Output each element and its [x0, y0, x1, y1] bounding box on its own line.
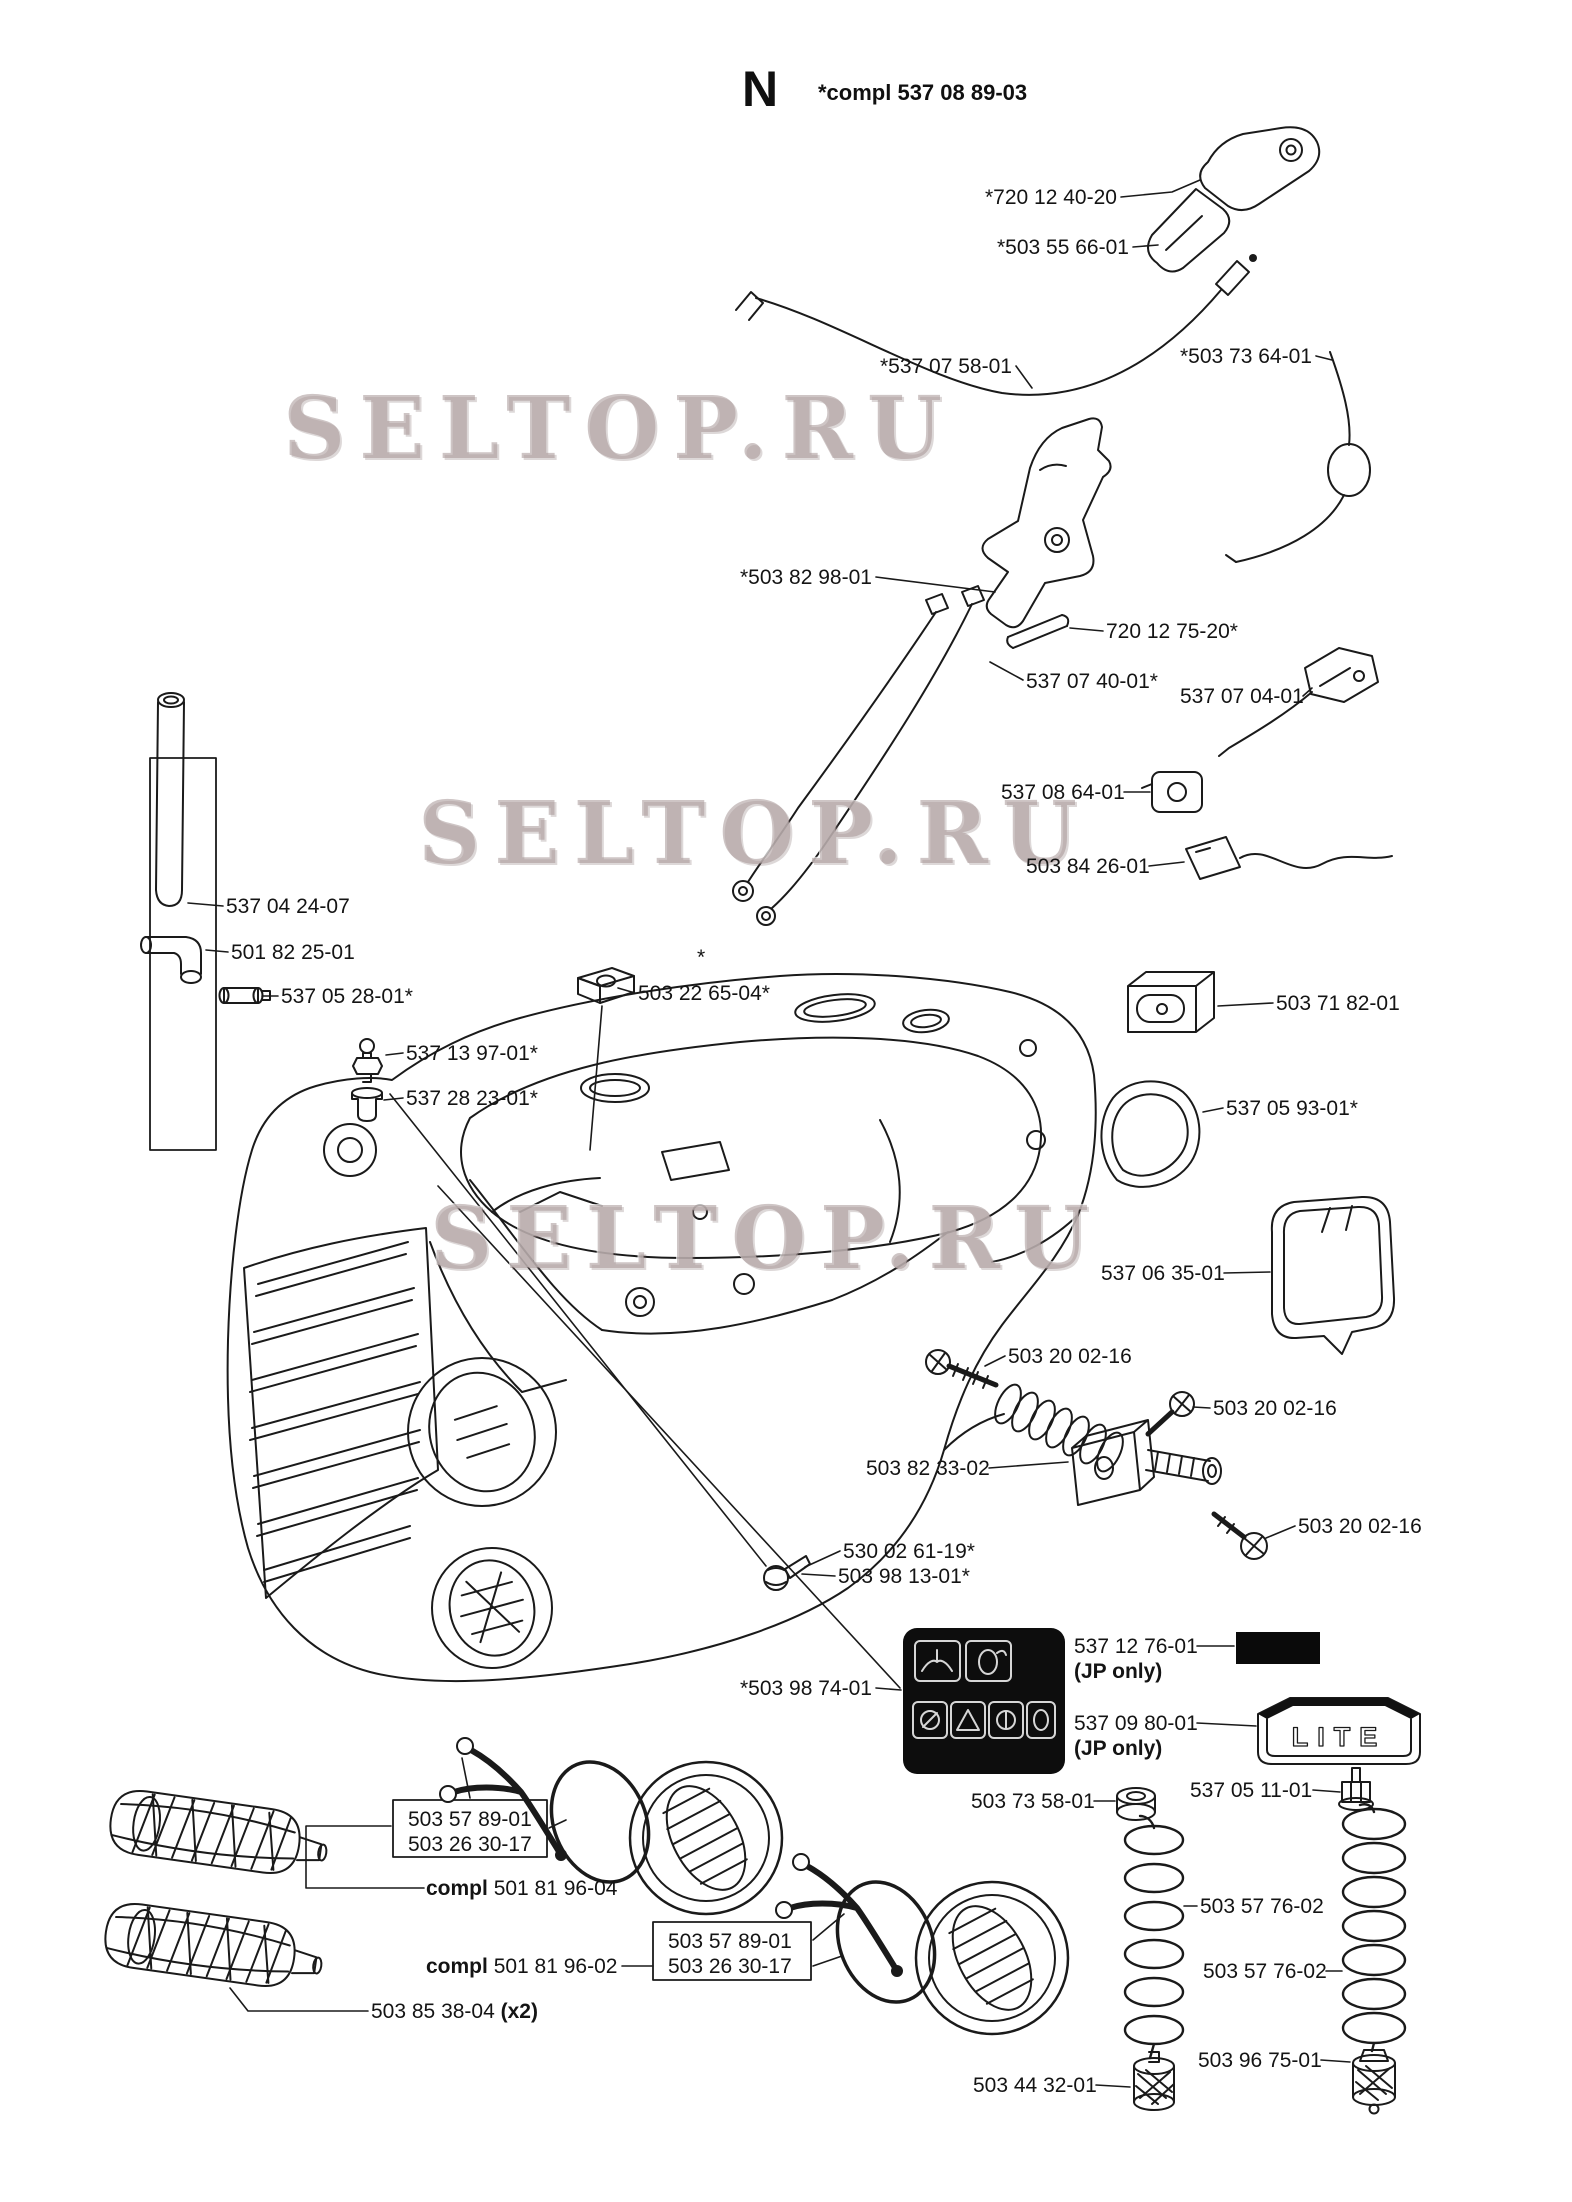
warning-decal-part [903, 1628, 1065, 1774]
side-cover-part [1270, 1195, 1396, 1355]
throttle-cable-part [735, 254, 1257, 396]
callout-503-98-13-01: 503 98 13-01* [838, 1565, 970, 1588]
fuel-cap-2-part [914, 1880, 1070, 2036]
mesh-filter-2-part [104, 1902, 323, 1988]
callout-compl-501-81-96-02: compl 501 81 96-02 [426, 1955, 618, 1978]
hose-nipple-part [218, 987, 271, 1004]
callout-503-26-30-17-b: 503 26 30-17 [668, 1955, 792, 1978]
short-circuit-wire-part [1185, 836, 1393, 880]
callout-503-44-32-01: 503 44 32-01 [973, 2074, 1097, 2097]
mesh-filter-1-part [109, 1789, 328, 1875]
lite-decal-text: LITE [1292, 1722, 1387, 1752]
av-spring-large-part [1341, 1803, 1407, 2053]
callout-503-57-76-02-b: 503 57 76-02 [1203, 1960, 1327, 1983]
callout-537-07-58-01: *537 07 58-01 [880, 355, 1012, 378]
callout-503-20-02-16-c: 503 20 02-16 [1298, 1515, 1422, 1538]
cable-grommet-part [1116, 1787, 1156, 1821]
section-assembly-number: *compl 537 08 89-03 [818, 80, 1028, 105]
choke-lever-part [981, 417, 1112, 629]
callout-503-82-33-02: 503 82 33-02 [866, 1457, 990, 1480]
callout-503-98-74-01: *503 98 74-01 [740, 1677, 872, 1700]
callout-537-12-76-01: 537 12 76-01 [1074, 1635, 1198, 1658]
av-spring-small-part [1123, 1814, 1185, 2060]
callout-720-12-75-20: 720 12 75-20* [1106, 620, 1238, 643]
note-jp-only-1: (JP only) [1074, 1660, 1163, 1683]
callout-537-28-23-01: 537 28 23-01* [406, 1087, 538, 1110]
callout-537-05-11-01: 537 05 11-01 [1190, 1779, 1313, 1802]
throttle-trigger-part [1147, 126, 1321, 273]
callout-537-06-35-01: 537 06 35-01 [1101, 1262, 1225, 1285]
switch-contact-part [1141, 771, 1203, 813]
screw-part [763, 1555, 811, 1591]
wiring-harness-part [732, 585, 985, 926]
callout-537-07-04-01: 537 07 04-01 [1180, 685, 1304, 708]
callout-503-73-64-01: *503 73 64-01 [1180, 345, 1312, 368]
callout-503-82-98-01: *503 82 98-01 [740, 566, 872, 589]
fuel-filter-large-part [1352, 2049, 1396, 2115]
callout-537-07-40-01: 537 07 40-01* [1026, 670, 1158, 693]
callout-537-05-93-01: 537 05 93-01* [1226, 1097, 1358, 1120]
crankcase-body-part [226, 973, 1097, 1683]
callout-503-57-76-02-a: 503 57 76-02 [1200, 1895, 1324, 1918]
callout-503-85-38-04: 503 85 38-04 (x2) [371, 2000, 538, 2023]
callout-compl-501-81-96-04: compl 501 81 96-04 [426, 1877, 618, 1900]
callout-501-82-25-01: 501 82 25-01 [231, 941, 355, 964]
callout-537-13-97-01: 537 13 97-01* [406, 1042, 538, 1065]
oil-hose-part [155, 692, 185, 907]
cap-oring-2-part [835, 1880, 937, 2004]
cap-retainer-2-part [775, 1853, 903, 1977]
callout-503-55-66-01: *503 55 66-01 [997, 236, 1129, 259]
callout-503-20-02-16-b: 503 20 02-16 [1213, 1397, 1337, 1420]
callout-503-84-26-01: 503 84 26-01 [1026, 855, 1150, 878]
lite-decal-part: LITE [1257, 1697, 1421, 1765]
callout-503-22-65-04: 503 22 65-04* [638, 982, 770, 1005]
callout-537-05-28-01: 537 05 28-01* [281, 985, 413, 1008]
fuel-filter-small-part [1133, 2051, 1175, 2111]
black-decal-part [1236, 1632, 1320, 1664]
callout-503-26-30-17-a: 503 26 30-17 [408, 1833, 532, 1856]
cap-oring-1-part [549, 1760, 651, 1884]
chain-tensioner-parts [925, 1349, 1268, 1560]
callout-537-04-24-07: 537 04 24-07 [226, 895, 350, 918]
callout-537-08-64-01: 537 08 64-01 [1001, 781, 1125, 804]
callout-503-71-82-01: 503 71 82-01 [1276, 992, 1400, 1015]
cover-plug-part [1100, 1080, 1201, 1188]
note-jp-only-2: (JP only) [1074, 1737, 1163, 1760]
callout-720-12-40-20: *720 12 40-20 [985, 186, 1117, 209]
bar-nut-part [577, 967, 635, 1004]
pivot-pin-part [1006, 614, 1070, 649]
callout-503-57-89-01-a: 503 57 89-01 [408, 1808, 532, 1831]
callout-503-20-02-16-a: 503 20 02-16 [1008, 1345, 1132, 1368]
switch-holder-part [1127, 971, 1215, 1033]
callout-503-57-89-01-b: 503 57 89-01 [668, 1930, 792, 1953]
fuel-cap-1-part [628, 1760, 784, 1916]
cap-retainer-1-part [439, 1737, 567, 1861]
callout-530-02-61-19: 530 02 61-19* [843, 1540, 975, 1563]
callout-503-73-58-01: 503 73 58-01 [971, 1790, 1095, 1813]
stop-switch-part [1218, 647, 1379, 757]
idle-wire-part [1225, 351, 1371, 563]
check-valve-part [352, 1038, 383, 1083]
callout-537-09-80-01: 537 09 80-01 [1074, 1712, 1198, 1735]
grommet-part [351, 1087, 383, 1122]
callout-503-96-75-01: 503 96 75-01 [1198, 2049, 1322, 2072]
crankcase-asterisk: * [697, 946, 706, 969]
elbow-fitting-part [140, 936, 202, 984]
section-letter: N [742, 61, 779, 117]
spring-anchor-nut-part [1338, 1767, 1374, 1811]
